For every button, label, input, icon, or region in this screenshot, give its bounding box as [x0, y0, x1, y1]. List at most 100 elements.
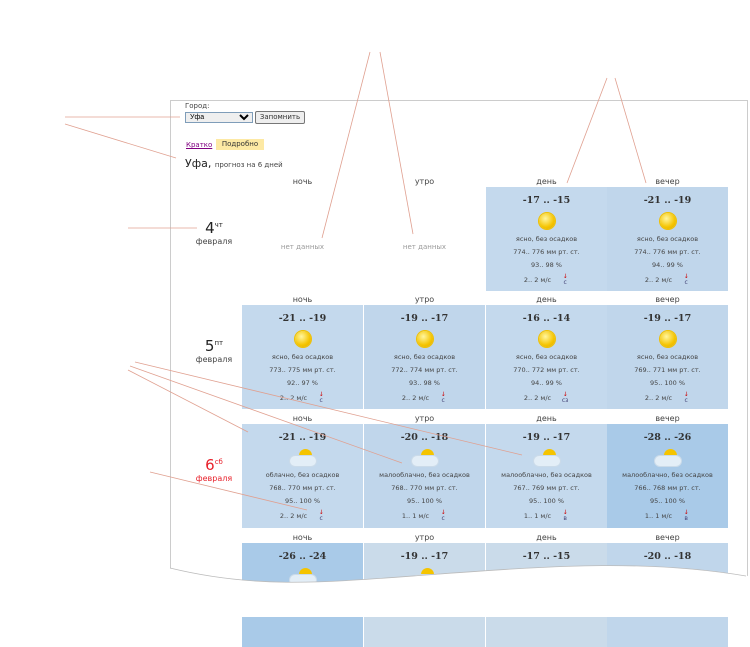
condition: ясно, без осадков: [515, 235, 578, 243]
period-label: день: [536, 533, 557, 542]
day-label: 6сб февраля: [195, 456, 233, 483]
wind-direction-icon: ↓с: [683, 391, 689, 404]
city-select[interactable]: Уфа: [185, 112, 253, 123]
pressure: 769.. 771 мм рт. ст.: [634, 366, 701, 374]
condition: малооблачно, без осадков: [622, 471, 713, 479]
pressure: 767.. 769 мм рт. ст.: [513, 484, 580, 492]
humidity: 95.. 100 %: [649, 379, 686, 387]
forecast-cell: -17 .. -15 ясно, без осадков 774.. 776 мм…: [486, 187, 607, 291]
wind-speed: 2.. 2 м/с: [523, 394, 552, 402]
partly-cloudy-icon: [654, 449, 681, 467]
page-title: Уфа, прогноз на 6 дней: [185, 157, 283, 170]
condition: ясно, без осадков: [636, 353, 699, 361]
wind-speed: 2.. 2 м/с: [401, 394, 430, 402]
forecast-cell: -26 .. -24: [242, 543, 363, 647]
condition: ясно, без осадков: [515, 353, 578, 361]
period-label: утро: [414, 177, 435, 186]
wind-speed: 1.. 1 м/с: [401, 512, 430, 520]
period-label: вечер: [655, 177, 680, 186]
partly-cloudy-icon: [289, 568, 316, 586]
wind-speed: 2.. 2 м/с: [279, 394, 308, 402]
pressure: 766.. 768 мм рт. ст.: [634, 484, 701, 492]
period-label: день: [536, 414, 557, 423]
humidity: 93.. 98 %: [531, 261, 562, 269]
partly-cloudy-icon: [533, 449, 560, 467]
partly-cloudy-icon: [411, 449, 438, 467]
humidity: 94.. 99 %: [652, 261, 683, 269]
humidity: 95.. 100 %: [528, 497, 565, 505]
temperature: -17 .. -15: [522, 195, 571, 206]
period-label: день: [536, 295, 557, 304]
temperature: -19 .. -17: [522, 432, 571, 443]
period-label: вечер: [655, 295, 680, 304]
wind-direction-icon: ↓с: [440, 509, 446, 522]
sun-icon: [294, 331, 311, 347]
period-label: вечер: [655, 414, 680, 423]
pressure: 774.. 776 мм рт. ст.: [513, 248, 580, 256]
forecast-cell: -28 .. -26 малооблачно, без осадков 766..…: [607, 424, 728, 528]
period-label: утро: [414, 533, 435, 542]
pressure: 768.. 770 мм рт. ст.: [269, 484, 336, 492]
tab-brief[interactable]: Кратко: [186, 141, 213, 149]
period-label: вечер: [655, 533, 680, 542]
forecast-cell: -21 .. -19 ясно, без осадков 774.. 776 мм…: [607, 187, 728, 291]
pressure: 770.. 772 мм рт. ст.: [513, 366, 580, 374]
forecast-cell: -19 .. -17 ясно, без осадков 772.. 774 мм…: [364, 305, 485, 409]
condition: ясно, без осадков: [393, 353, 456, 361]
page-frame: [170, 100, 748, 591]
period-label: день: [536, 177, 557, 186]
temperature: -21 .. -19: [278, 432, 327, 443]
condition: ясно, без осадков: [636, 235, 699, 243]
temperature: -19 .. -17: [400, 313, 449, 324]
sun-icon: [659, 213, 676, 229]
temperature: -21 .. -19: [643, 195, 692, 206]
temperature: -20 .. -18: [643, 551, 692, 562]
tab-detailed[interactable]: Подробно: [216, 139, 264, 150]
no-data-text: нет данных: [280, 243, 325, 251]
period-label: утро: [414, 414, 435, 423]
wind-direction-icon: ↓в: [562, 509, 568, 522]
forecast-cell: -19 .. -17 ясно, без осадков 769.. 771 мм…: [607, 305, 728, 409]
wind-speed: 2.. 2 м/с: [523, 276, 552, 284]
pressure: 768.. 770 мм рт. ст.: [391, 484, 458, 492]
temperature: -19 .. -17: [400, 551, 449, 562]
sun-icon: [659, 331, 676, 347]
temperature: -19 .. -17: [643, 313, 692, 324]
period-label: утро: [414, 295, 435, 304]
period-label: ночь: [292, 295, 313, 304]
wind-speed: 1.. 1 м/с: [523, 512, 552, 520]
period-label: ночь: [292, 533, 313, 542]
wind-direction-icon: ↓с: [318, 391, 324, 404]
forecast-cell: -20 .. -18 малооблачно, без осадков 768..…: [364, 424, 485, 528]
temperature: -20 .. -18: [400, 432, 449, 443]
forecast-cell: -19 .. -17: [364, 543, 485, 647]
temperature: -28 .. -26: [643, 432, 692, 443]
wind-speed: 2.. 2 м/с: [644, 276, 673, 284]
sun-icon: [416, 331, 433, 347]
forecast-cell: -21 .. -19 облачно, без осадков 768.. 770…: [242, 424, 363, 528]
humidity: 93.. 98 %: [409, 379, 440, 387]
humidity: 95.. 100 %: [284, 497, 321, 505]
pressure: 772.. 774 мм рт. ст.: [391, 366, 458, 374]
condition: облачно, без осадков: [265, 471, 340, 479]
period-label: ночь: [292, 177, 313, 186]
partly-cloudy-icon: [289, 449, 316, 467]
pressure: 773.. 775 мм рт. ст.: [269, 366, 336, 374]
remember-button[interactable]: Запомнить: [255, 111, 305, 124]
sun-icon: [538, 213, 555, 229]
pressure: 774.. 776 мм рт. ст.: [634, 248, 701, 256]
forecast-cell: -17 .. -15: [486, 543, 607, 647]
temperature: -17 .. -15: [522, 551, 571, 562]
period-label: ночь: [292, 414, 313, 423]
forecast-cell: -20 .. -18: [607, 543, 728, 647]
wind-speed: 2.. 2 м/с: [644, 394, 673, 402]
wind-speed: 2.. 2 м/с: [279, 512, 308, 520]
wind-speed: 1.. 1 м/с: [644, 512, 673, 520]
condition: малооблачно, без осадков: [379, 471, 470, 479]
wind-direction-icon: ↓с: [562, 273, 568, 286]
wind-direction-icon: ↓в: [683, 509, 689, 522]
humidity: 95.. 100 %: [649, 497, 686, 505]
